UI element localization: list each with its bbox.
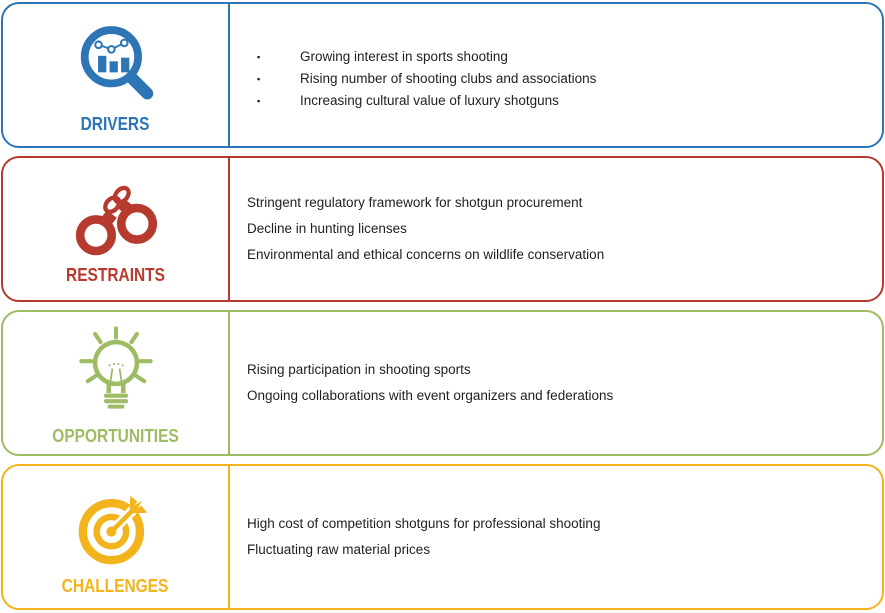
section-label: CHALLENGES xyxy=(62,576,169,596)
section-label: RESTRAINTS xyxy=(66,265,165,285)
section-opportunities-header: OPPORTUNITIES xyxy=(3,312,230,454)
section-drivers-header: DRIVERS xyxy=(3,4,230,146)
section-challenges: CHALLENGES High cost of competition shot… xyxy=(1,464,884,610)
list-item-text: Increasing cultural value of luxury shot… xyxy=(300,93,559,108)
target-dart-icon xyxy=(70,481,162,573)
list-item-text: Stringent regulatory framework for shotg… xyxy=(247,195,583,210)
list-item-text: Rising number of shooting clubs and asso… xyxy=(300,71,597,86)
section-restraints-content: Stringent regulatory framework for shotg… xyxy=(230,158,882,300)
list-item-text: High cost of competition shotguns for pr… xyxy=(247,516,601,531)
square-bullet-icon: ▪ xyxy=(257,52,261,62)
square-bullet-icon: ▪ xyxy=(257,96,261,106)
list-item: ▪ Growing interest in sports shooting xyxy=(257,46,882,68)
section-drivers-content: ▪ Growing interest in sports shooting ▪ … xyxy=(230,4,882,146)
list-item-text: Decline in hunting licenses xyxy=(247,221,407,236)
section-drivers: DRIVERS ▪ Growing interest in sports sho… xyxy=(1,2,884,148)
section-opportunities: OPPORTUNITIES Rising participation in sh… xyxy=(1,310,884,456)
handcuffs-icon xyxy=(68,176,164,262)
list-item-text: Rising participation in shooting sports xyxy=(247,362,471,377)
magnifier-bar-chart-icon xyxy=(70,19,162,111)
list-item-text: Fluctuating raw material prices xyxy=(247,542,431,557)
section-restraints: RESTRAINTS Stringent regulatory framewor… xyxy=(1,156,884,302)
list-item-text: Growing interest in sports shooting xyxy=(300,49,508,64)
square-bullet-icon: ▪ xyxy=(257,74,261,84)
section-challenges-content: High cost of competition shotguns for pr… xyxy=(230,466,882,608)
section-label: OPPORTUNITIES xyxy=(52,426,179,446)
section-label: DRIVERS xyxy=(81,114,150,134)
section-restraints-header: RESTRAINTS xyxy=(3,158,230,300)
section-challenges-header: CHALLENGES xyxy=(3,466,230,608)
list-item-text: Environmental and ethical concerns on wi… xyxy=(247,247,605,262)
section-opportunities-content: Rising participation in shooting sports … xyxy=(230,312,882,454)
list-item: ▪ Rising number of shooting clubs and as… xyxy=(257,68,882,90)
list-item: ▪ Increasing cultural value of luxury sh… xyxy=(257,90,882,112)
lightbulb-rays-icon xyxy=(66,323,166,423)
list-item-text: Ongoing collaborations with event organi… xyxy=(247,388,614,403)
